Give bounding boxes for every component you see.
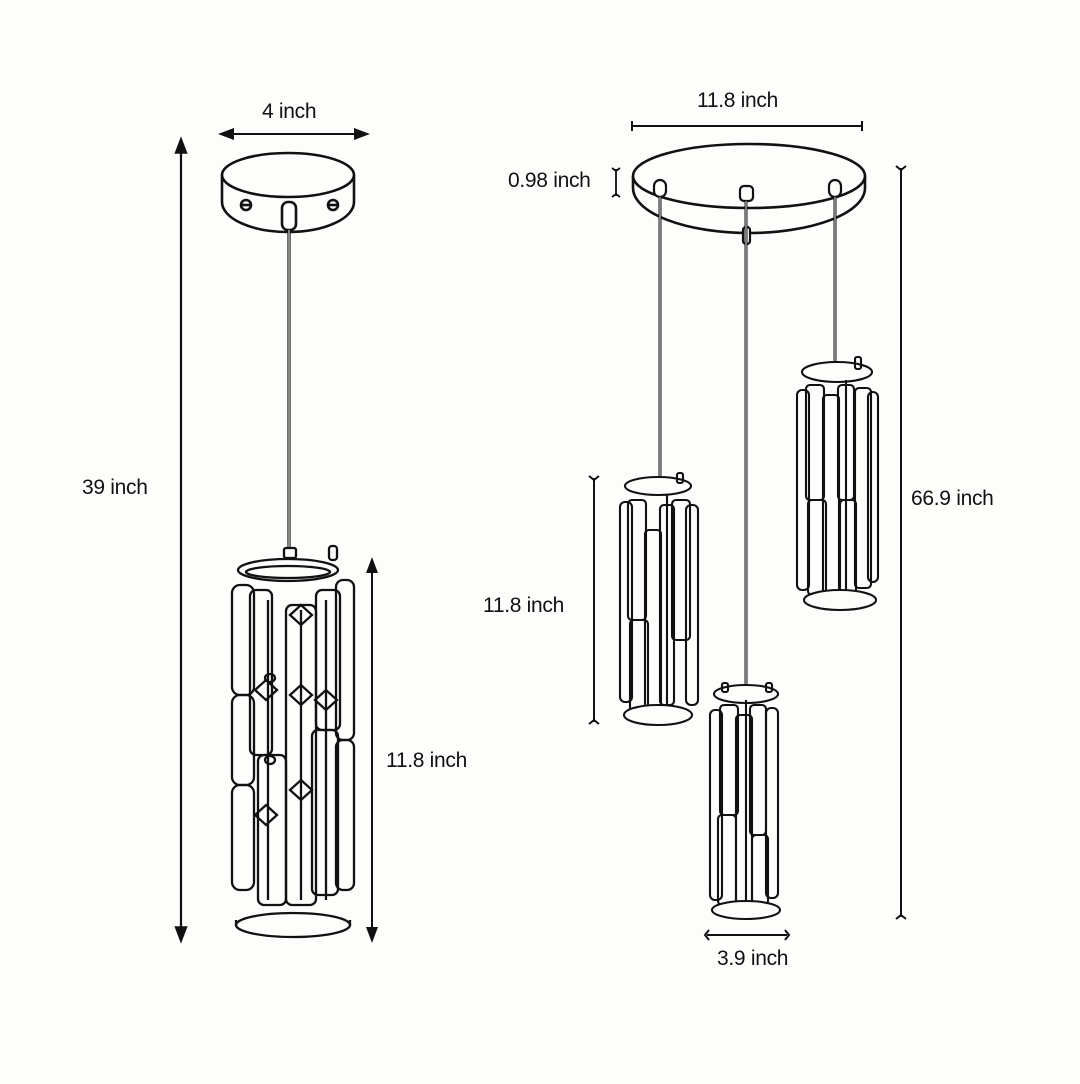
triple-overall-height-label: 66.9 inch	[911, 487, 994, 510]
overall-height-dimension-line	[895, 165, 907, 920]
triple-shade-height-label: 11.8 inch	[483, 594, 564, 617]
right-shade	[795, 355, 880, 612]
shade-diameter-dimension-line	[703, 929, 791, 941]
center-shade	[708, 681, 782, 921]
triple-pendant	[588, 121, 907, 941]
canopy-thickness-label: 0.98 inch	[508, 169, 591, 192]
shade-height-dimension-line	[588, 475, 600, 725]
single-overall-height-label: 39 inch	[82, 476, 148, 499]
left-shade	[618, 471, 700, 727]
single-shade-height-label: 11.8 inch	[386, 749, 467, 772]
canopy-diameter-label: 11.8 inch	[697, 89, 778, 112]
single-shade	[230, 544, 356, 939]
shade-diameter-label: 3.9 inch	[717, 947, 789, 970]
canopy-thickness-dimension-line	[611, 167, 621, 198]
single-pendant	[174, 128, 378, 944]
canopy-width-label: 4 inch	[262, 100, 317, 123]
single-canopy	[220, 151, 356, 234]
